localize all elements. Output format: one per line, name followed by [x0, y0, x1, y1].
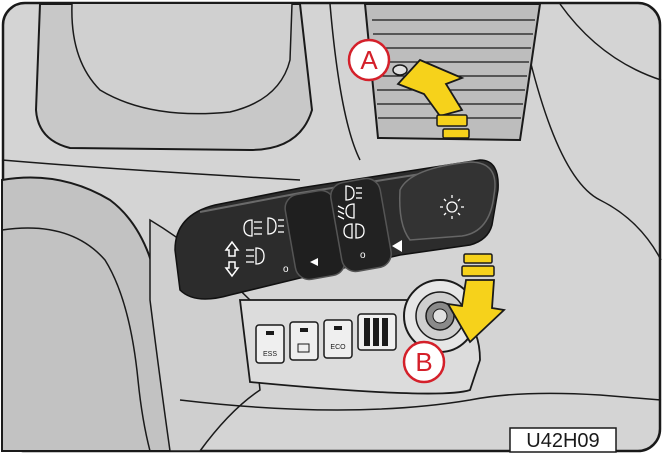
sidelight-icon [345, 185, 362, 201]
callout-b: B [402, 340, 446, 384]
callout-b-label: B [415, 347, 432, 377]
lever-off-marker: o [360, 250, 366, 261]
off-marker: o [283, 264, 289, 275]
eco-button[interactable]: ECO [323, 319, 353, 359]
indicator-up-icon [224, 240, 240, 257]
arrow-b-icon [446, 253, 506, 344]
rear-fog-icon-2 [267, 217, 284, 235]
front-fog-icon [246, 247, 265, 265]
screen-icon [297, 343, 310, 353]
dash-contour-4 [529, 59, 662, 261]
auto-lights-icon [343, 223, 365, 239]
rear-fog-icon [243, 219, 262, 237]
usb-ports[interactable] [357, 313, 397, 351]
cluster-inner [71, 3, 293, 115]
dash-contour-2 [329, 3, 361, 161]
lighting-stalk[interactable]: o o [174, 159, 499, 300]
ring2-pointer [392, 240, 402, 252]
air-vent [363, 3, 542, 142]
callout-a: A [347, 38, 391, 82]
eco-label: ECO [330, 344, 346, 351]
figure-code-box: U42H09 [509, 427, 617, 453]
light-sensor-icon [440, 195, 464, 219]
stalk-cap [398, 161, 496, 241]
lower-dash-edge [179, 392, 662, 411]
dipped-beam-icon [337, 203, 355, 220]
parking-assist-button[interactable] [289, 321, 319, 361]
indicator-down-icon [224, 261, 240, 278]
ess-label: ESS [263, 351, 277, 358]
figure-code: U42H09 [526, 430, 599, 452]
ring1-pointer [310, 258, 318, 266]
dash-contour-3 [559, 3, 662, 81]
arrow-a-icon [396, 58, 470, 139]
callout-a-label: A [360, 45, 378, 75]
dash-contour-1 [1, 159, 301, 181]
steering-wheel-inner [1, 227, 151, 452]
ess-button[interactable]: ESS [255, 324, 285, 364]
